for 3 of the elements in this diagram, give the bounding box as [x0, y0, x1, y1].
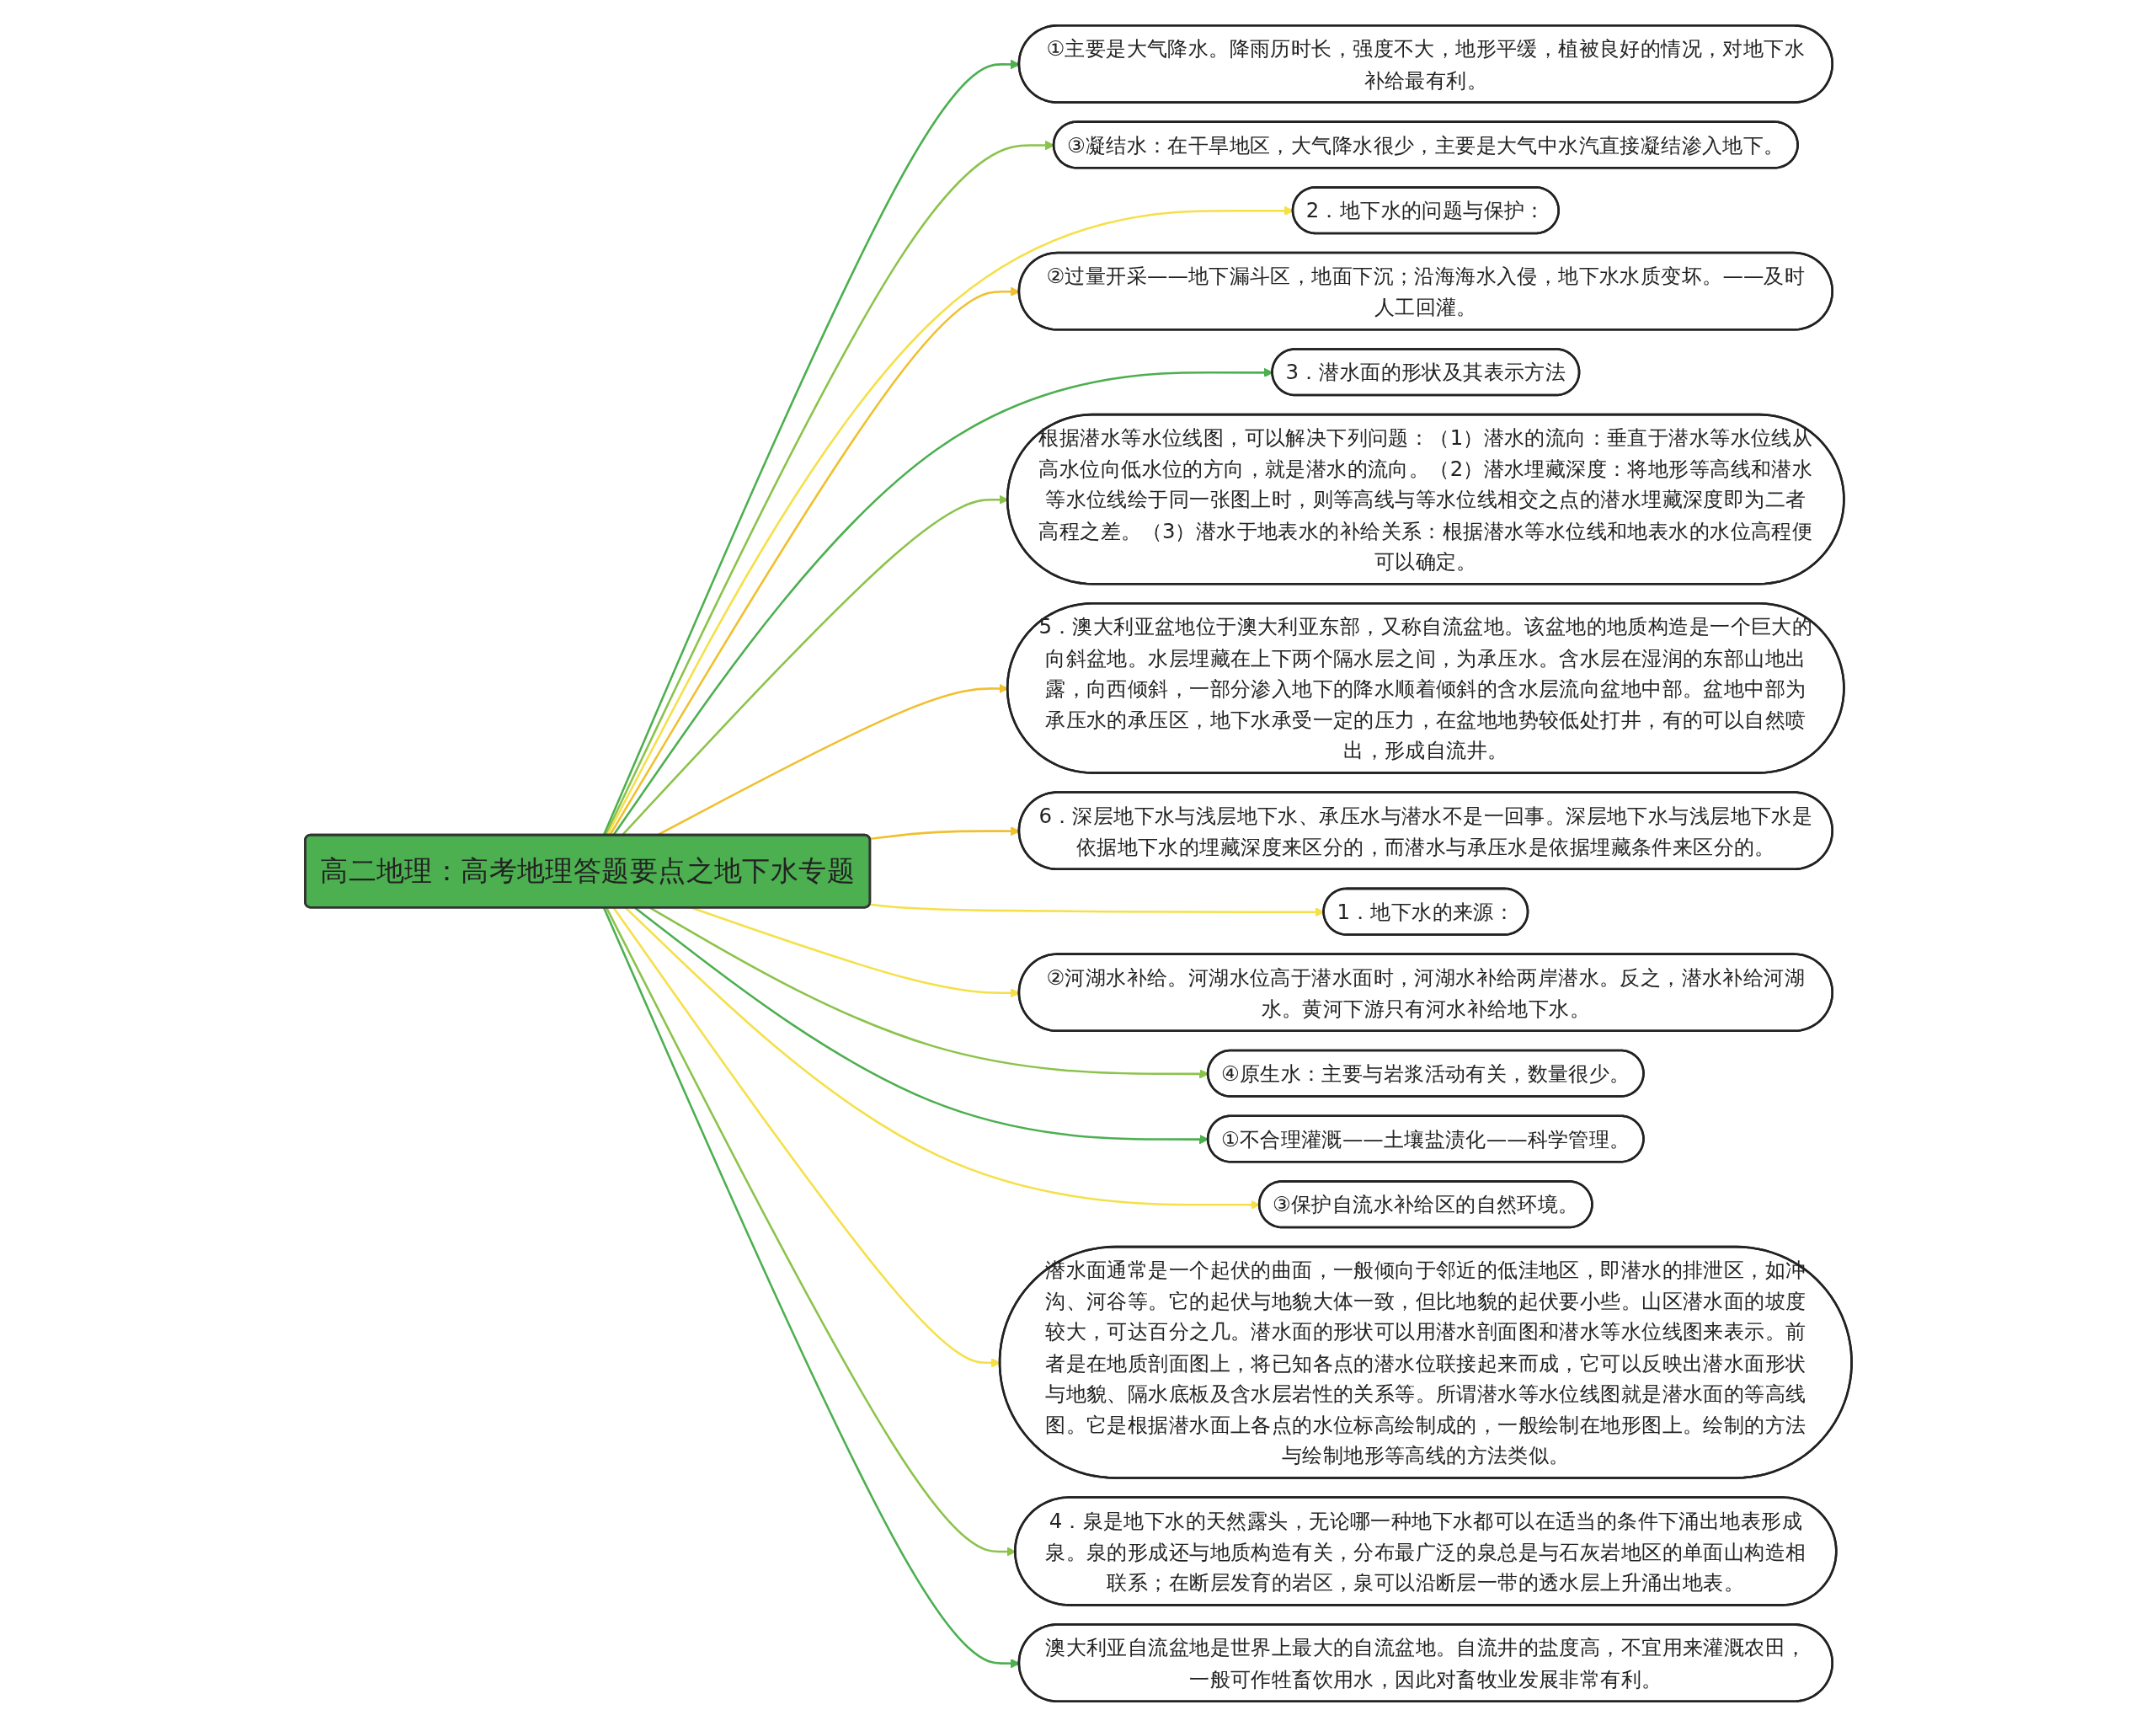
arrow: [869, 826, 1020, 840]
arrow: [602, 906, 1020, 1668]
arrow: [691, 906, 1020, 997]
